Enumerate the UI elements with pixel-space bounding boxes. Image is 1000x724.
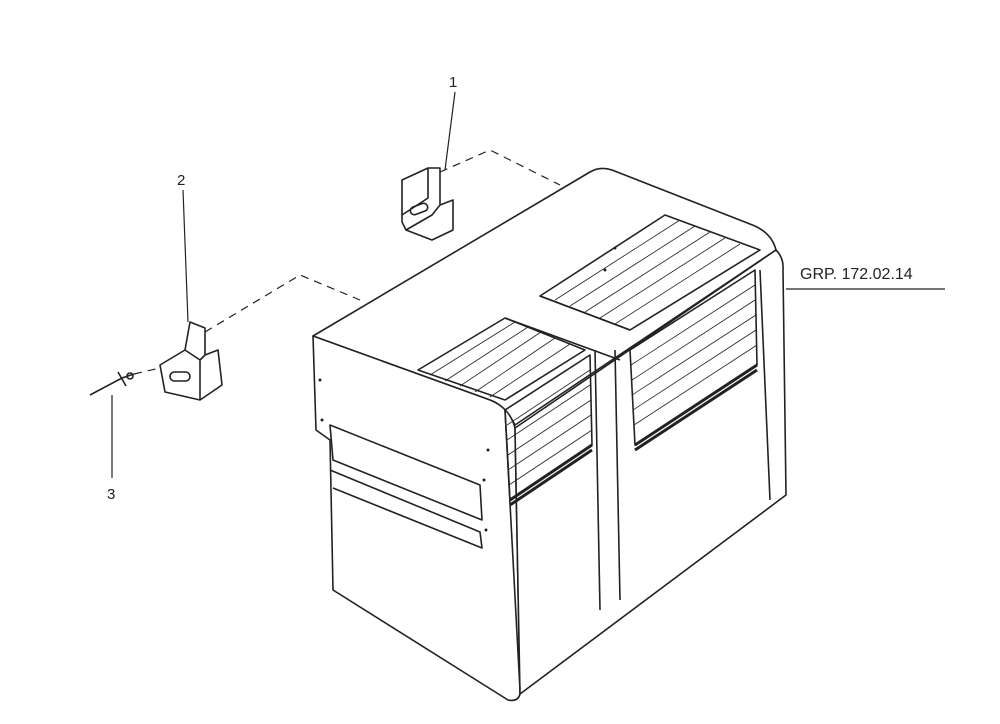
callout-1: 1 <box>449 74 458 91</box>
callout-2: 2 <box>177 172 186 189</box>
bracket-2 <box>159 321 223 401</box>
callout-3: 3 <box>107 486 116 503</box>
bracket-1 <box>401 167 454 241</box>
leader-lines <box>111 91 945 478</box>
housing-assembly <box>312 167 787 702</box>
housing-end-opening <box>329 424 483 521</box>
rivet-3 <box>89 371 135 396</box>
assembly-lines <box>133 149 561 375</box>
group-label: GRP. 172.02.14 <box>800 266 913 283</box>
center-seam <box>504 295 631 611</box>
housing-front-face <box>514 249 787 695</box>
